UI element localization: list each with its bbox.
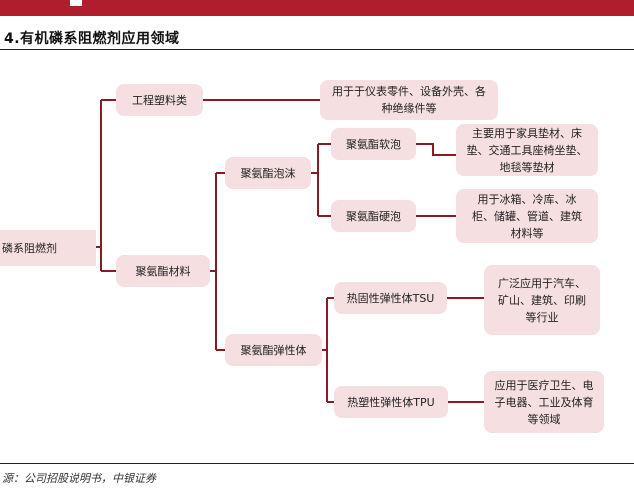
connector-pu-materials: [210, 172, 225, 351]
connector-soft-foam: [416, 143, 456, 156]
source-divider: [0, 463, 634, 464]
leaf-tpu-uses: 应用于医疗卫生、电子电器、工业及体育等领域: [484, 371, 604, 433]
node-tpu: 热塑性弹性体TPU: [334, 386, 448, 418]
leaf-tsu-uses: 广泛应用于汽车、矿山、建筑、印刷等行业: [484, 265, 600, 335]
node-engineering-plastics: 工程塑料类: [116, 84, 203, 116]
node-rigid-foam: 聚氨酯硬泡: [331, 200, 416, 232]
node-pu-elastomer: 聚氨酯弹性体: [225, 334, 322, 366]
title-divider: [0, 49, 634, 50]
header-accent-bar: [0, 0, 634, 16]
node-tsu: 热固性弹性体TSU: [334, 282, 447, 314]
root-node-flame-retardant: 磷系阻燃剂: [0, 230, 96, 266]
source-note: 源：公司招股说明书，中银证券: [2, 472, 156, 485]
connector-root: [96, 99, 116, 272]
leaf-engineering-plastics-uses: 用于于仪表零件、设备外壳、各种绝缘件等: [320, 80, 498, 120]
leaf-soft-foam-uses: 主要用于家具垫材、床垫、交通工具座椅坐垫、地毯等垫材: [456, 124, 598, 176]
connector-pu-elastomer: [322, 297, 334, 403]
connector-pu-foam: [311, 143, 331, 217]
figure-title: 4.有机磷系阻燃剂应用领域: [4, 31, 180, 47]
header-accent-notch: [70, 0, 82, 6]
node-pu-materials: 聚氨酯材料: [116, 255, 210, 287]
node-soft-foam: 聚氨酯软泡: [331, 128, 416, 160]
node-pu-foam: 聚氨酯泡沫: [225, 157, 311, 189]
leaf-rigid-foam-uses: 用于冰箱、冷库、冰柜、储罐、管道、建筑材料等: [456, 189, 598, 243]
